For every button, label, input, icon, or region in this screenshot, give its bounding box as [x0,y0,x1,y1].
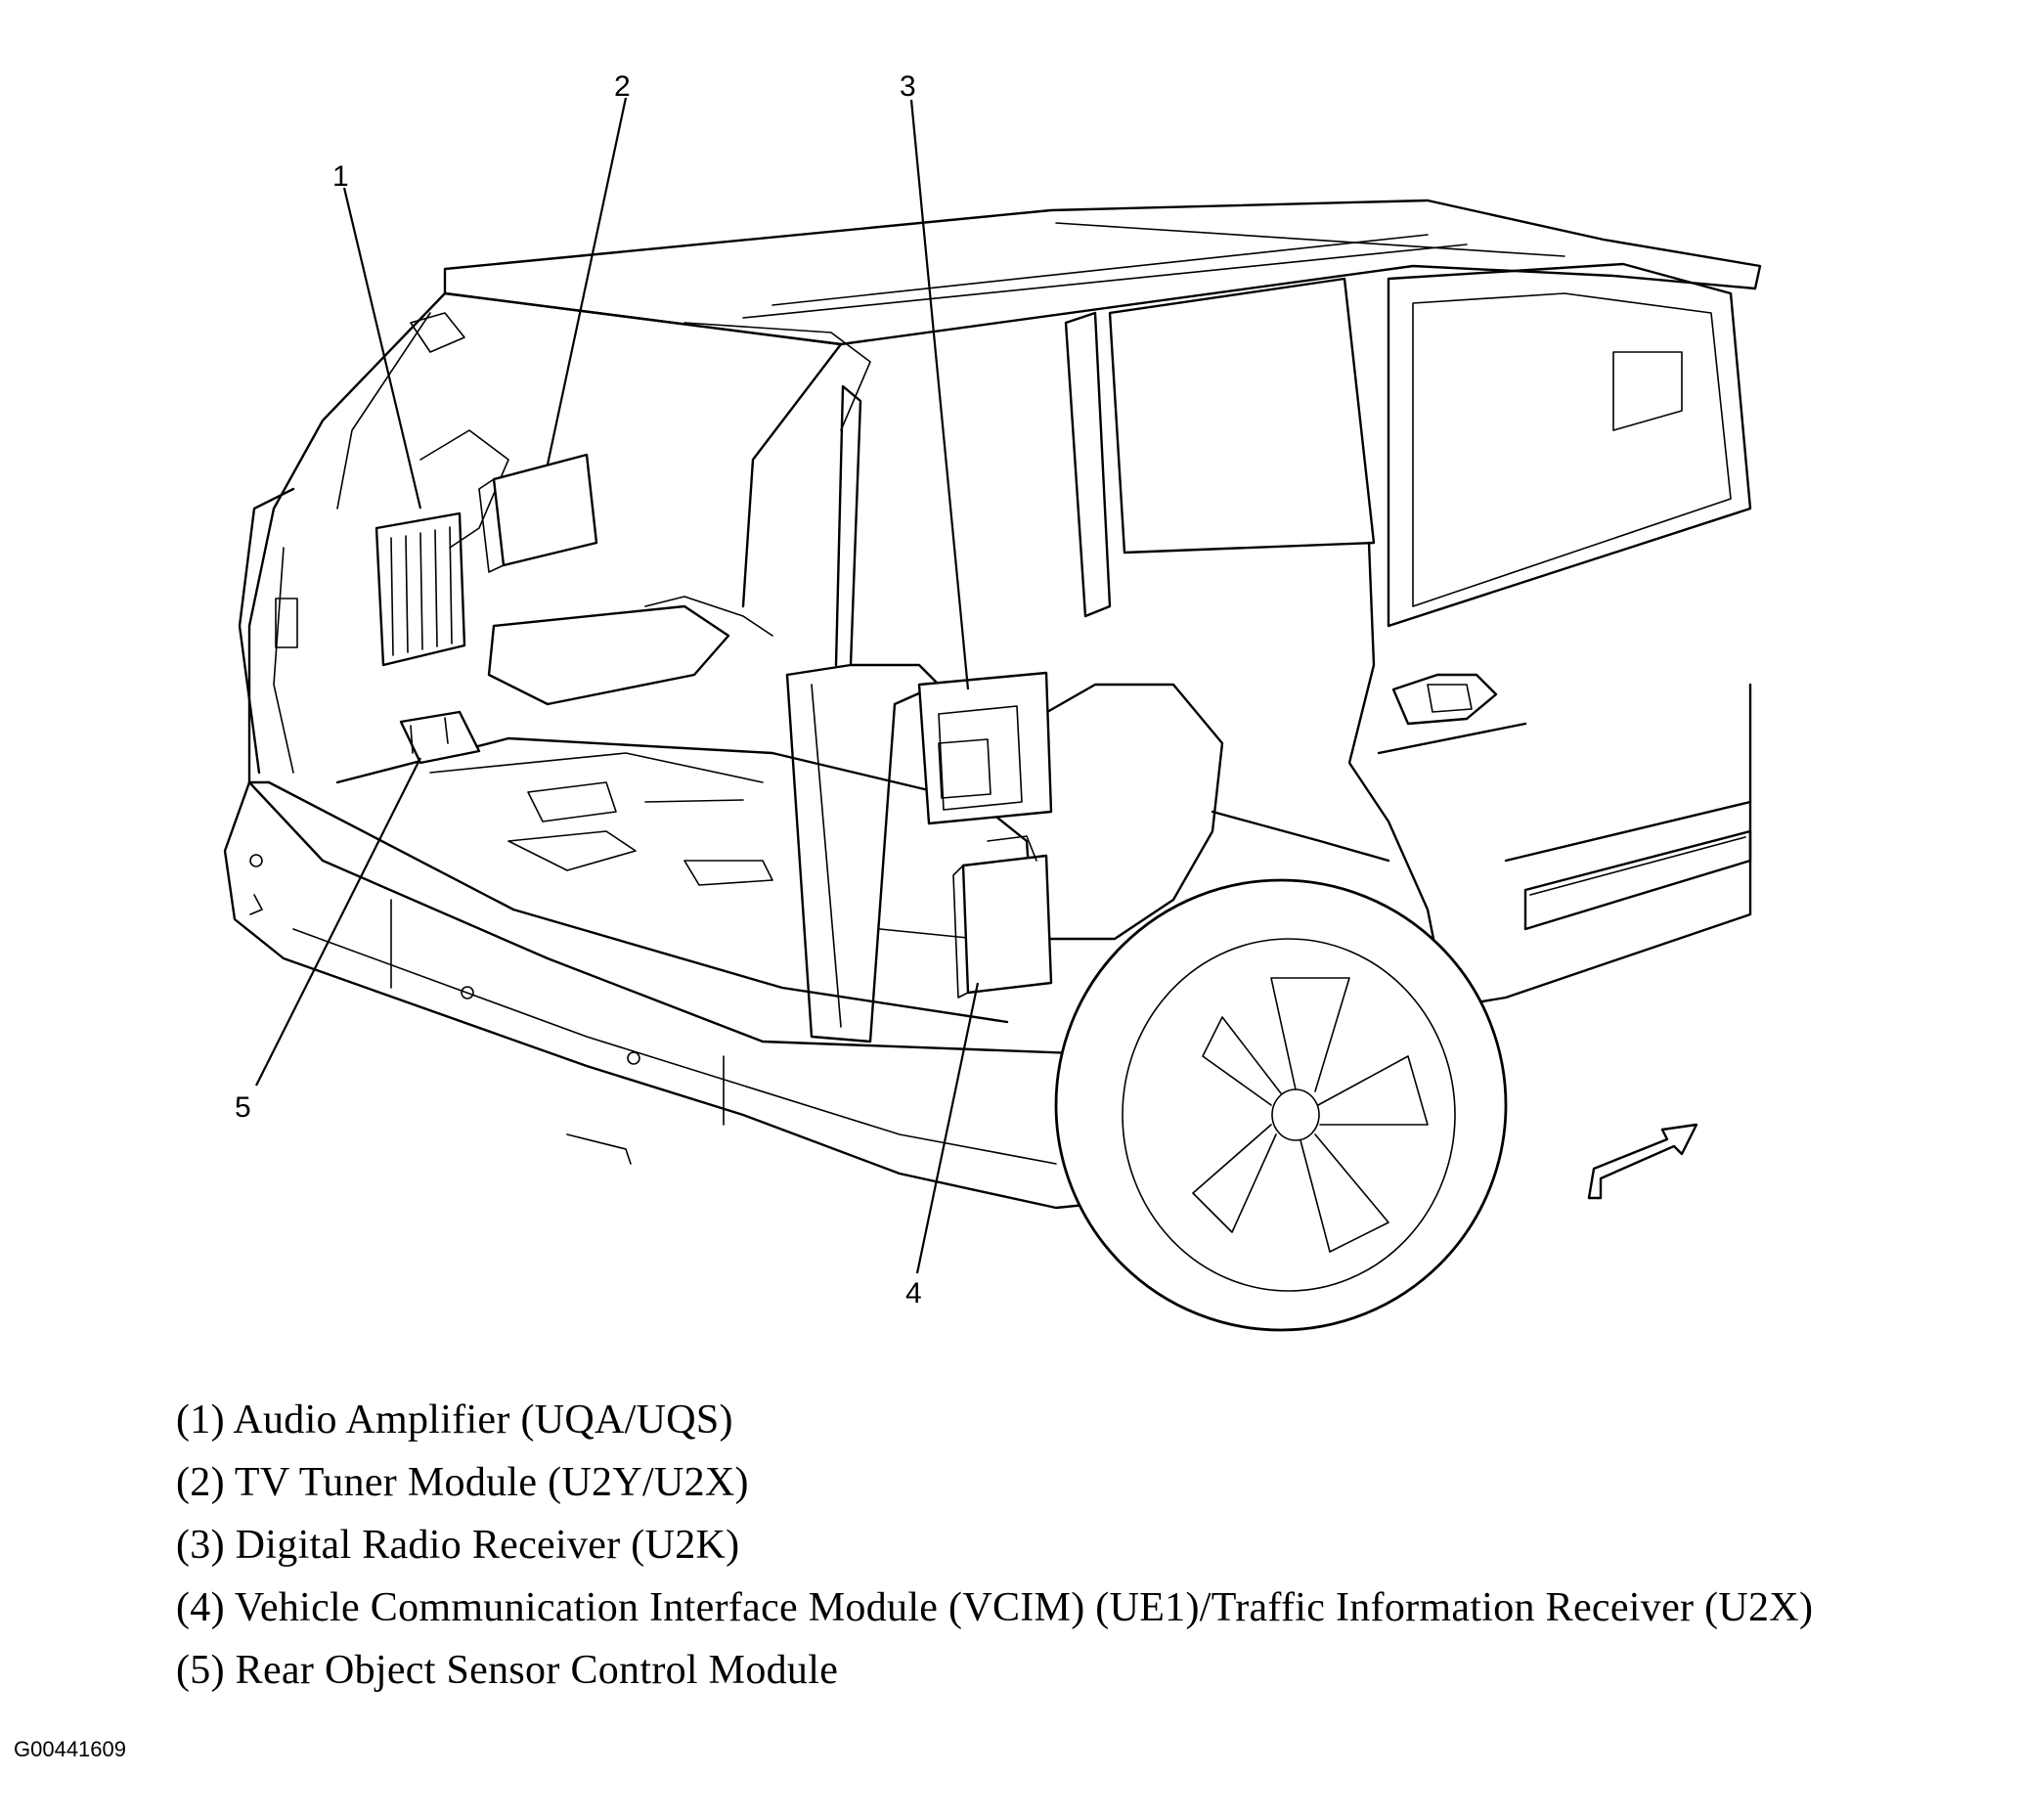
callout-3: 3 [900,70,916,103]
leader-lines [255,97,980,1274]
callout-5: 5 [235,1091,251,1124]
quarter-trim-panel [785,384,941,1043]
side-windows [1064,262,1752,628]
vcim-module-part [952,835,1053,999]
callout-2: 2 [614,70,631,103]
liftgate-opening [238,291,871,784]
parts-legend: (1) Audio Amplifier (UQA/UQS) (2) TV Tun… [176,1389,1813,1702]
rear-object-sensor-module-part [399,710,481,765]
legend-item: (5) Rear Object Sensor Control Module [176,1648,839,1693]
legend-item: (3) Digital Radio Receiver (U2K) [176,1523,740,1568]
legend-item: (2) TV Tuner Module (U2Y/U2X) [176,1460,749,1505]
front-direction-arrow-icon [1587,1123,1698,1200]
legend-item: (4) Vehicle Communication Interface Modu… [176,1585,1814,1630]
body-side-panel [1347,541,1752,1009]
callout-4: 4 [905,1277,922,1310]
roof-outline [443,199,1762,346]
tv-tuner-module-part [478,453,598,573]
rear-bumper [223,780,1156,1210]
audio-amplifier-part [375,429,509,667]
legend-item: (1) Audio Amplifier (UQA/UQS) [176,1398,733,1443]
rear-wheel [1054,878,1508,1332]
digital-radio-receiver-part [917,671,1053,825]
cargo-floor [335,596,1390,980]
callout-1: 1 [332,160,349,193]
figure-code: G00441609 [14,1737,126,1761]
